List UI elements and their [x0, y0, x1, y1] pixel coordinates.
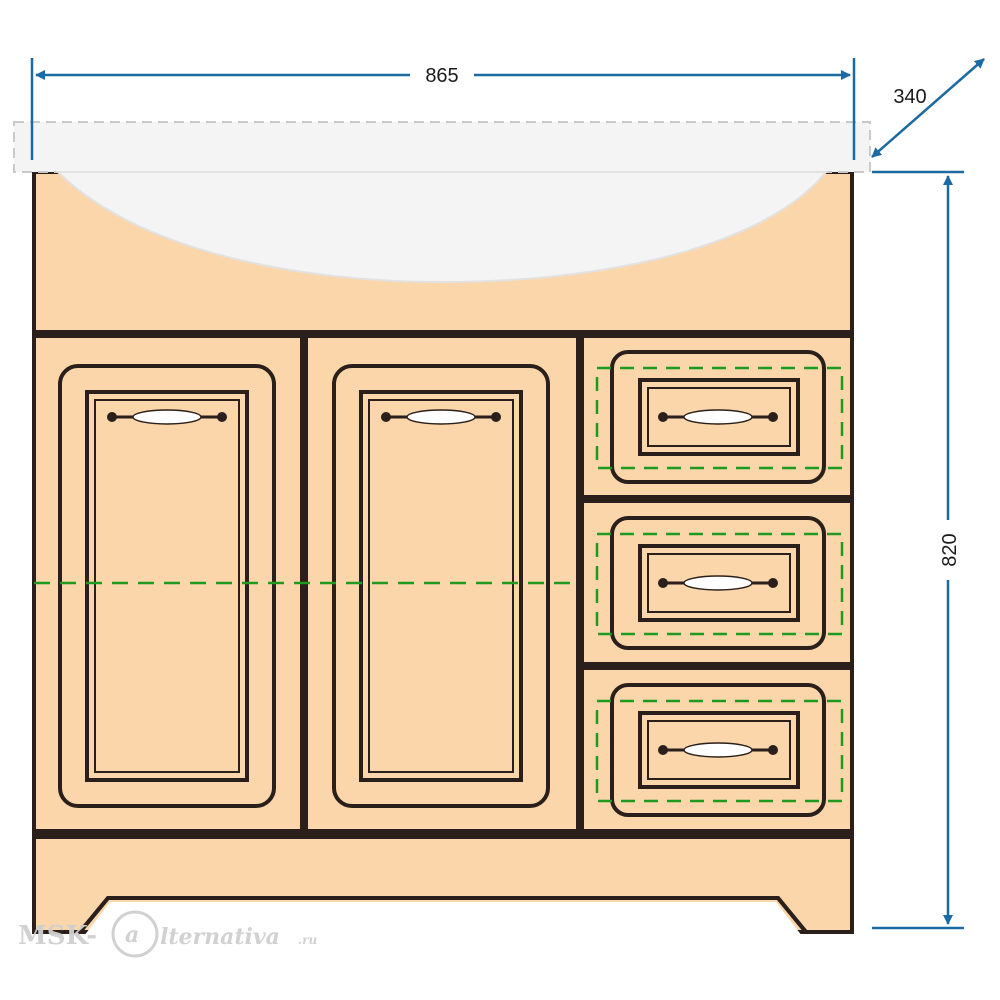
- sink-basin: [13, 121, 871, 284]
- middle-door: [332, 364, 550, 808]
- cabinet-plinth: [32, 835, 854, 936]
- width-dimension: 865: [30, 58, 856, 160]
- drawer-top-handle: [658, 409, 778, 425]
- watermark-domain-logo: .ru: [298, 933, 318, 947]
- watermark-suffix-logo: lternativa: [160, 924, 280, 950]
- drawer-bottom-handle: [658, 742, 778, 758]
- depth-label: 340: [893, 86, 926, 108]
- height-label: 820: [939, 533, 961, 566]
- watermark-at-logo: a: [125, 922, 139, 948]
- depth-dimension: 340: [871, 58, 985, 158]
- height-dimension: 820: [872, 170, 964, 930]
- width-label: 865: [425, 65, 458, 87]
- left-door-handle: [107, 409, 227, 425]
- watermark-logo: MSK- a lternativa .ru: [18, 910, 318, 958]
- left-door: [58, 364, 276, 808]
- middle-door-handle: [381, 409, 501, 425]
- drawer-middle-handle: [658, 575, 778, 591]
- watermark-prefix-logo: MSK-: [18, 921, 97, 951]
